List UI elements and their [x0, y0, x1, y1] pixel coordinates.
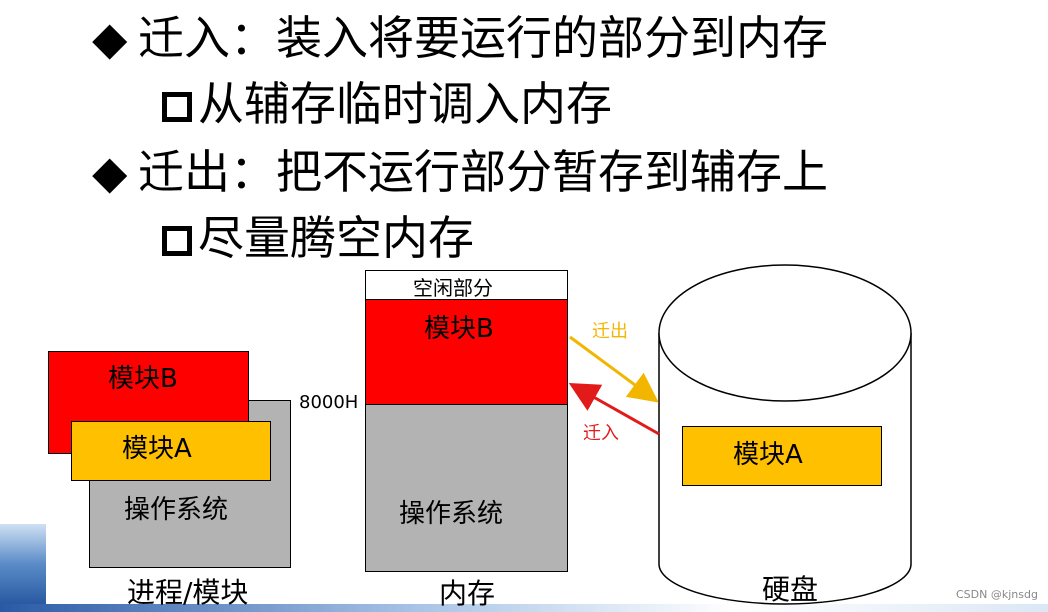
sub-bullet-swap-out-text: 尽量腾空内存: [198, 211, 474, 265]
bullet-swap-in: ◆迁入：装入将要运行的部分到内存: [92, 10, 828, 66]
diamond-bullet-icon: ◆: [92, 11, 128, 65]
os-block-memory: [365, 404, 568, 572]
module-a-label-disk: 模块A: [733, 440, 803, 470]
disk-caption: 硬盘: [762, 573, 819, 606]
process-module-caption: 进程/模块: [127, 576, 249, 609]
swap-in-label: 迁入: [583, 423, 619, 444]
square-bullet-icon: [162, 92, 192, 122]
swap-out-arrow: [569, 335, 659, 403]
module-a-block-left: [71, 421, 271, 481]
slide-decoration-left: [0, 524, 46, 612]
diamond-bullet-icon: ◆: [92, 145, 128, 199]
module-b-label-memory: 模块B: [424, 314, 494, 344]
bullet-swap-out: ◆迁出：把不运行部分暂存到辅存上: [92, 144, 828, 200]
sub-bullet-swap-in: 从辅存临时调入内存: [162, 76, 612, 132]
bullet-swap-in-text: 迁入：装入将要运行的部分到内存: [138, 11, 828, 65]
os-label-memory: 操作系统: [399, 499, 504, 529]
memory-caption: 内存: [439, 577, 496, 610]
sub-bullet-swap-out: 尽量腾空内存: [162, 210, 474, 266]
bullet-swap-out-text: 迁出：把不运行部分暂存到辅存上: [138, 145, 828, 199]
module-a-label-left: 模块A: [122, 434, 192, 464]
square-bullet-icon: [162, 226, 192, 256]
swap-in-arrow: [568, 383, 660, 436]
disk-cylinder: [658, 264, 912, 605]
watermark: CSDN @kjnsdg: [956, 588, 1038, 601]
module-b-label-left: 模块B: [108, 364, 178, 394]
swap-out-label: 迁出: [592, 321, 628, 342]
sub-bullet-swap-in-text: 从辅存临时调入内存: [198, 77, 612, 131]
module-a-block-disk: [682, 426, 882, 486]
free-part-label: 空闲部分: [413, 276, 493, 300]
os-label-left: 操作系统: [124, 495, 229, 525]
slide-decoration-bottom: [0, 604, 1048, 612]
address-label: 8000H: [299, 392, 359, 413]
